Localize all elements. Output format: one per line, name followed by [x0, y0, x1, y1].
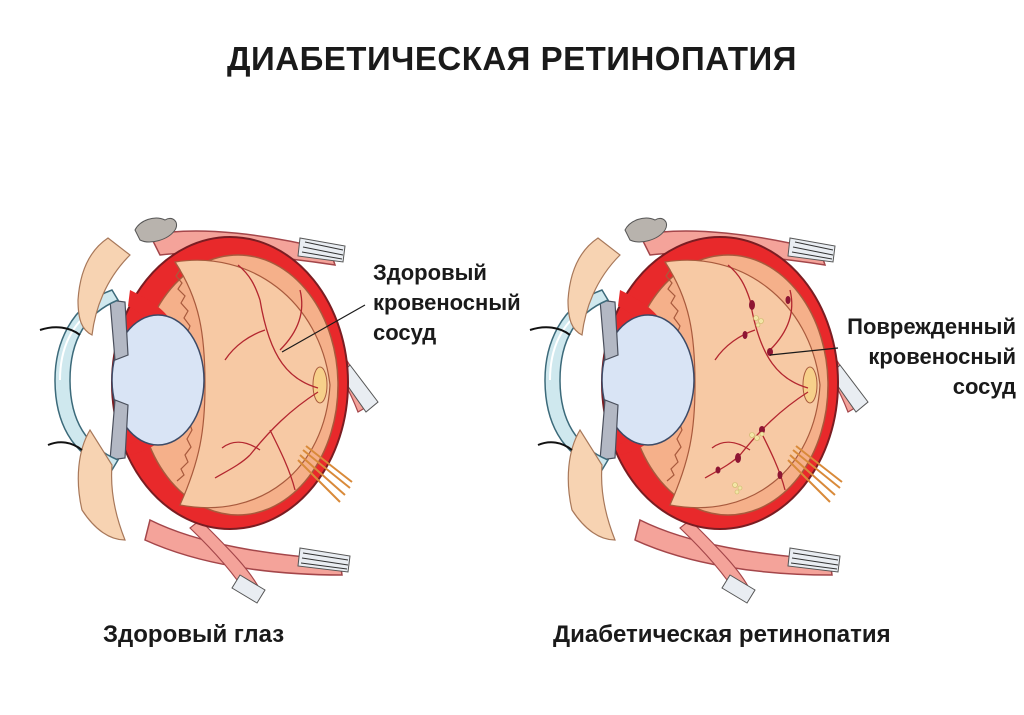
healthy-vessel-label: Здоровый кровеносный сосуд	[373, 260, 521, 345]
page-title: ДИАБЕТИЧЕСКАЯ РЕТИНОПАТИЯ	[227, 40, 797, 77]
healthy-eye	[39, 217, 379, 604]
damaged-vessel-label: Поврежденный кровеносный сосуд	[847, 314, 1016, 399]
diabetic-eye	[529, 217, 869, 604]
healthy-eye-caption: Здоровый глаз	[103, 621, 285, 648]
diabetic-eye-caption: Диабетическая ретинопатия	[553, 621, 891, 648]
